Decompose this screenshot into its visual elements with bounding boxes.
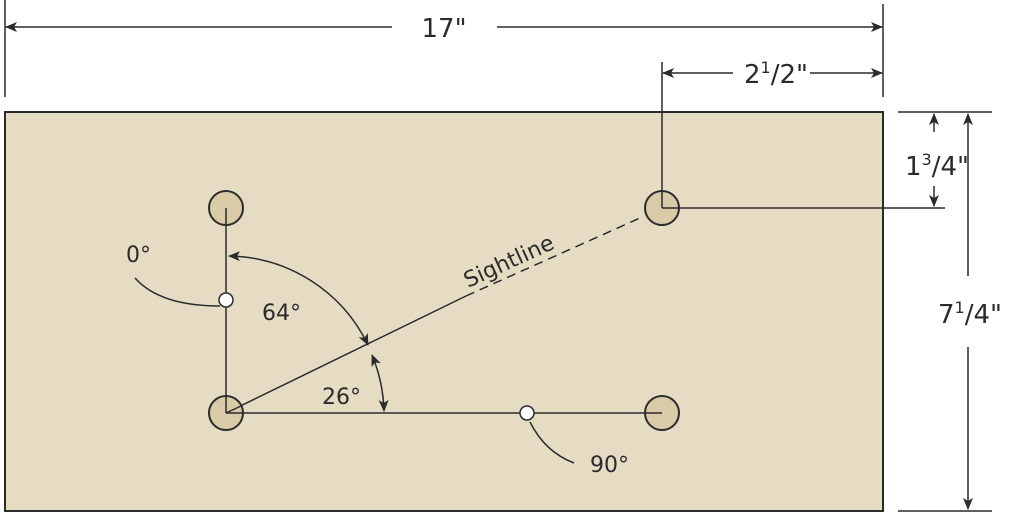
zero-degree-leader (134, 277, 221, 307)
right-offset-label: 21/2" (744, 58, 808, 90)
angle-90-label: 90° (590, 453, 629, 478)
angle-26-arc (371, 354, 389, 412)
angle-26-label: 26° (322, 385, 361, 410)
ninety-degree-leader (529, 421, 575, 464)
overall-width-dimension: 17" (4, 0, 884, 97)
top-offset-label: 13/4" (905, 150, 969, 182)
right-offset-dimension: 21/2" (661, 58, 883, 208)
overall-height-label: 71/4" (938, 298, 1002, 330)
overall-height-dimension: 71/4" (898, 113, 1002, 512)
overall-width-label: 17" (421, 14, 466, 44)
angle-64-label: 64° (262, 301, 301, 326)
board (4, 111, 884, 512)
ninety-degree-marker (519, 405, 535, 421)
angle-64-arc (228, 251, 369, 346)
zero-degree-marker (218, 292, 234, 308)
angle-zero-label: 0° (126, 243, 151, 268)
top-offset-dimension: 13/4" (662, 111, 992, 209)
